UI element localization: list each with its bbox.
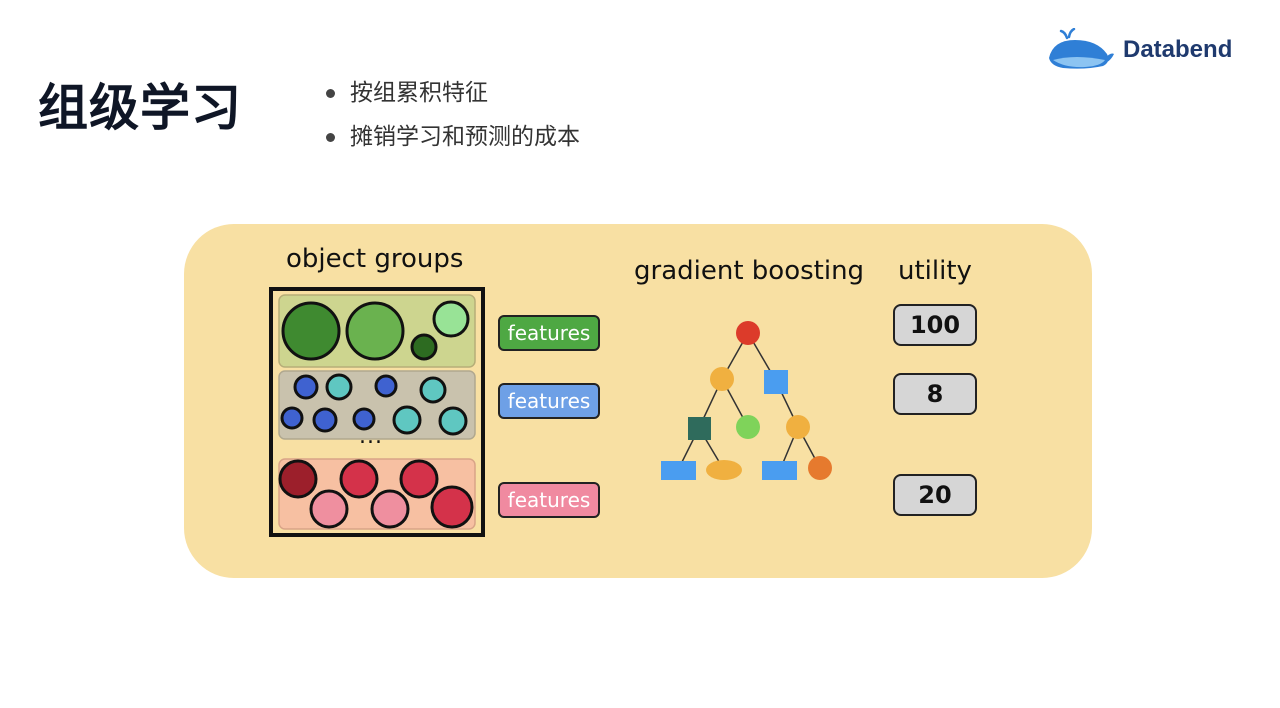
tree-node (710, 367, 734, 391)
bullet-list: 按组累积特征 摊销学习和预测的成本 (326, 76, 580, 164)
tree-leaf (661, 461, 696, 480)
tree-leaf (706, 460, 742, 480)
utility-value: 100 (893, 304, 977, 346)
object-circle (430, 485, 474, 529)
page-title: 组级学习 (38, 79, 242, 137)
ellipsis: ... (359, 424, 383, 449)
object-circle (399, 459, 439, 499)
tree-node (736, 321, 760, 345)
object-circle (370, 489, 410, 529)
object-circle (312, 407, 338, 433)
tree-leaf (736, 415, 760, 439)
tree-leaf (764, 370, 788, 394)
object-circle (419, 376, 447, 404)
object-circle (278, 459, 318, 499)
object-circle (281, 301, 341, 361)
features-box-red: features (498, 482, 600, 518)
tree-edges (677, 332, 821, 471)
object-circle (325, 373, 353, 401)
utility-value: 20 (893, 474, 977, 516)
utility-label: utility (898, 256, 972, 286)
groups-container (269, 287, 485, 537)
logo-text: Databend (1123, 36, 1233, 63)
object-circle (309, 489, 349, 529)
object-groups-label: object groups (286, 244, 464, 274)
tree-leaf (762, 461, 797, 480)
object-circle (432, 300, 470, 338)
tree-node (688, 417, 711, 440)
tree-leaf (808, 456, 832, 480)
object-circle (392, 405, 422, 435)
object-circle (374, 374, 398, 398)
object-circle (293, 374, 319, 400)
whale-icon (1049, 28, 1114, 69)
features-box-blue: features (498, 383, 600, 419)
gradient-boosting-label: gradient boosting (634, 256, 865, 286)
object-circle (280, 406, 304, 430)
logo: Databend (1045, 28, 1232, 72)
object-circle (345, 301, 405, 361)
utility-value: 8 (893, 373, 977, 415)
object-circle (438, 406, 468, 436)
tree-node (786, 415, 810, 439)
features-box-green: features (498, 315, 600, 351)
bullet-item: 按组累积特征 (326, 76, 580, 120)
object-circle (352, 407, 376, 431)
object-circle (410, 333, 438, 361)
object-circle (339, 459, 379, 499)
bullet-item: 摊销学习和预测的成本 (326, 120, 580, 164)
